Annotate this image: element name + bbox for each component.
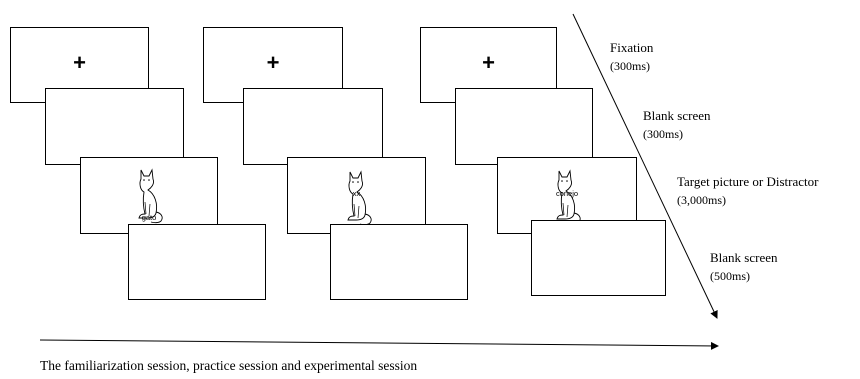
seq3-blank-screen-2	[531, 220, 666, 296]
step-duration-blank-1: (300ms)	[643, 127, 683, 141]
step-duration-blank-2: (500ms)	[710, 269, 750, 283]
cat-icon	[138, 168, 163, 224]
fixation-cross: +	[73, 49, 86, 75]
seq2-blank-screen-1	[243, 88, 383, 165]
target-word: conejo	[555, 189, 579, 198]
target-word: gato	[141, 213, 157, 222]
seq2-target-screen: xx	[287, 157, 426, 234]
step-label-fixation: Fixation	[610, 40, 654, 55]
seq1-blank-screen-1	[45, 88, 184, 165]
seq2-blank-screen-2	[330, 224, 468, 300]
cat-icon	[347, 170, 372, 226]
step-label-target: Target picture or Distractor	[677, 174, 819, 189]
session-caption: The familiarization session, practice se…	[40, 358, 418, 373]
seq1-blank-screen-2	[128, 224, 266, 300]
step-duration-fixation: (300ms)	[610, 59, 650, 73]
fixation-cross: +	[482, 49, 495, 75]
step-duration-target: (3,000ms)	[677, 193, 726, 207]
seq3-blank-screen-1	[455, 88, 593, 165]
target-word: xx	[352, 189, 361, 198]
session-timeline-arrow	[39, 339, 719, 350]
step-label-blank-2: Blank screen	[710, 250, 778, 265]
seq1-target-screen: gato	[80, 157, 218, 234]
time-diagonal-arrow	[572, 13, 718, 319]
fixation-cross: +	[266, 49, 280, 75]
step-label-blank-1: Blank screen	[643, 108, 711, 123]
